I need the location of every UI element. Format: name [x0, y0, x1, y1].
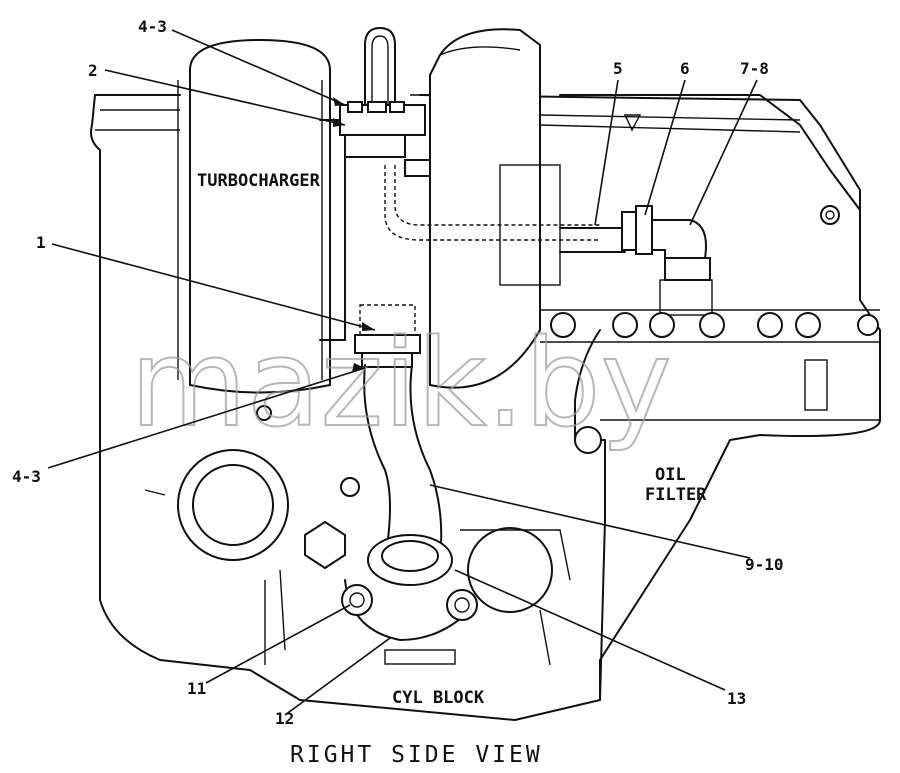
callout-4-3-top: 4-3 — [138, 17, 167, 36]
plug-fitting-icon — [820, 205, 840, 225]
drain-tube — [363, 364, 443, 561]
engine-block-outline — [90, 94, 881, 721]
turbocharger-housing — [177, 38, 346, 394]
cyl-block-label: CYL BLOCK — [392, 688, 485, 708]
callout-11: 11 — [187, 679, 206, 698]
block-connector — [341, 534, 478, 641]
watermark-text: mazik.by — [130, 315, 672, 454]
oil-filter-label-line2: FILTER — [645, 485, 707, 505]
turbocharger-label: TURBOCHARGER — [197, 171, 321, 191]
callout-4-3-bottom: 4-3 — [12, 467, 41, 486]
elbow-fitting — [621, 205, 713, 316]
lower-flange — [354, 304, 421, 368]
callout-2: 2 — [88, 61, 98, 80]
block-bores — [144, 405, 571, 666]
upper-bolt-center — [367, 101, 387, 113]
callout-9-10: 9-10 — [745, 555, 784, 574]
oil-filter-label-line1: OIL — [655, 465, 686, 485]
leader-lines — [47, 29, 758, 716]
callout-6: 6 — [680, 59, 690, 78]
oil-line-dashed — [384, 165, 626, 253]
bolt-13 — [446, 589, 478, 621]
callout-5: 5 — [613, 59, 623, 78]
hex-adapter — [664, 257, 711, 281]
upper-flange — [339, 94, 431, 177]
oil-filter-housing — [574, 329, 880, 701]
bolt-11 — [341, 584, 373, 616]
filter-boss-bolt — [574, 426, 602, 454]
callout-7-8: 7-8 — [740, 59, 769, 78]
upper-bolt-left — [347, 101, 363, 113]
callout-13: 13 — [727, 689, 746, 708]
upper-bolt-right — [389, 101, 405, 113]
callout-12: 12 — [275, 709, 294, 728]
bolt-row — [540, 309, 880, 411]
callout-1: 1 — [36, 233, 46, 252]
oil-supply-tube — [364, 27, 396, 106]
view-title: RIGHT SIDE VIEW — [290, 742, 543, 768]
